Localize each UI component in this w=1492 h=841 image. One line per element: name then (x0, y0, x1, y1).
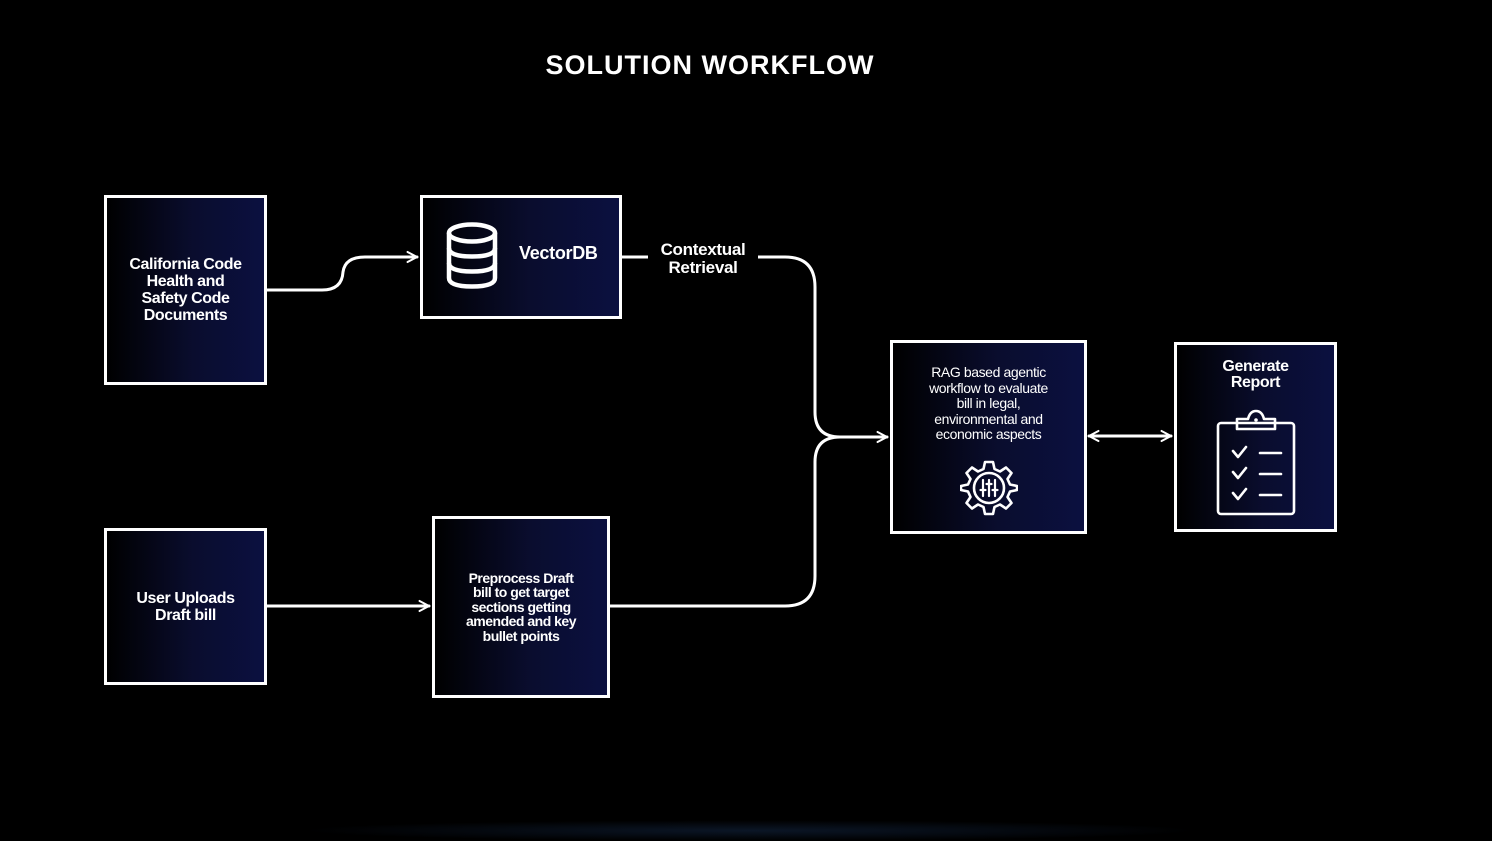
node-generate-report: Generate Report (1174, 342, 1337, 532)
database-icon (446, 222, 498, 289)
edge-label-contextual-retrieval: Contextual Retrieval (648, 241, 758, 277)
node-label-generate-report: Generate Report (1222, 358, 1289, 391)
edge-vectordb-to-rag (620, 255, 889, 444)
bottom-glow (300, 820, 1200, 841)
node-vectordb: VectorDB (420, 195, 622, 319)
node-california-code-documents: California Code Health and Safety Code D… (104, 195, 267, 385)
node-label-california-code: California Code Health and Safety Code D… (129, 256, 242, 324)
node-label-rag-workflow: RAG based agentic workflow to evaluate b… (929, 364, 1048, 442)
page-title: SOLUTION WORKFLOW (545, 50, 875, 80)
node-label-user-uploads: User Uploads Draft bill (136, 589, 235, 624)
gear-settings-icon (959, 460, 1018, 515)
clipboard-checklist-icon (1216, 409, 1295, 516)
node-rag-agentic-workflow: RAG based agentic workflow to evaluate b… (890, 340, 1087, 534)
node-user-uploads-draft-bill: User Uploads Draft bill (104, 528, 267, 685)
edge-preprocess-to-rag (608, 435, 842, 608)
node-preprocess-draft-bill: Preprocess Draft bill to get target sect… (432, 516, 610, 698)
node-label-vectordb: VectorDB (519, 243, 598, 263)
node-label-preprocess: Preprocess Draft bill to get target sect… (466, 569, 577, 644)
edge-california-to-vectordb (265, 250, 419, 292)
